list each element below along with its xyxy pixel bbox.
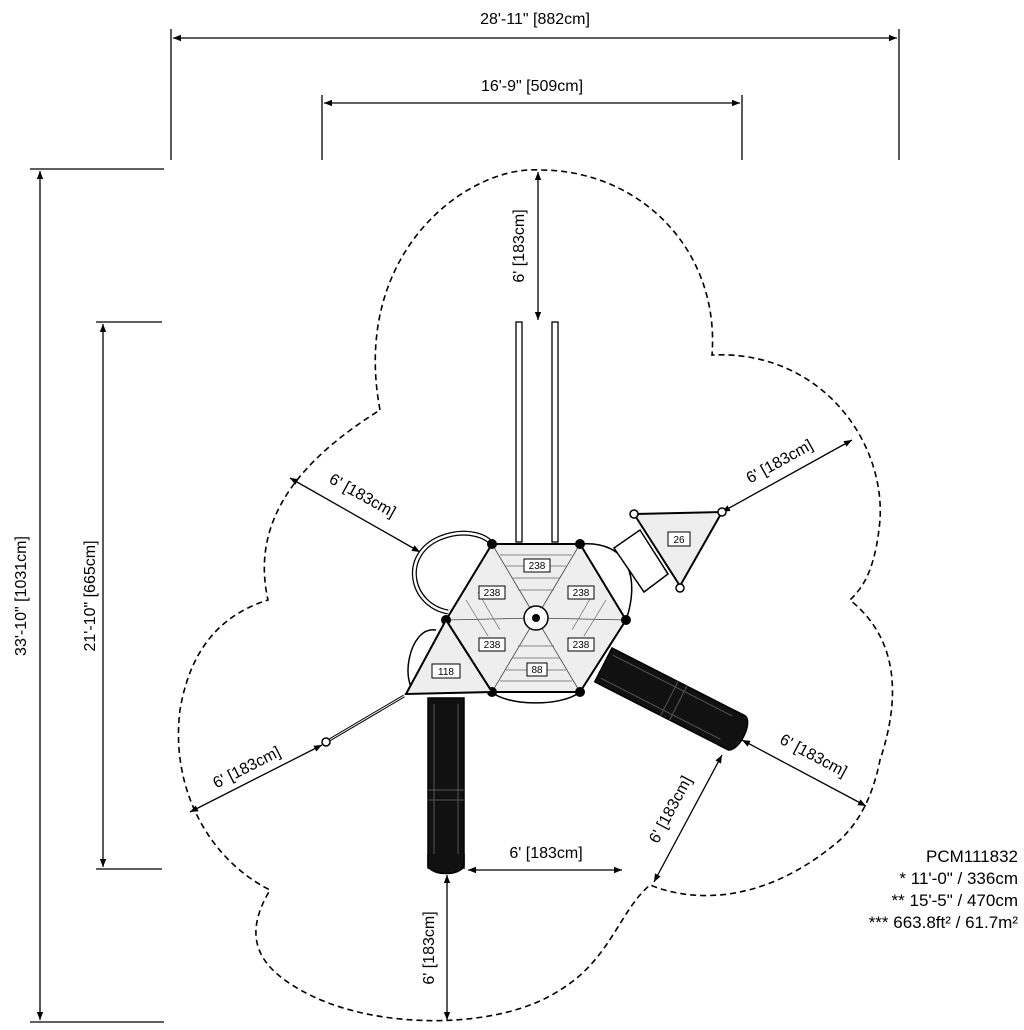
dim-label-clearance-bottom: 6' [183cm] <box>421 911 438 984</box>
dim-label-overall-width: 28'-11" [882cm] <box>480 11 590 28</box>
deck-label-lower-left: 238 <box>478 637 506 652</box>
use-zone-outline <box>177 169 894 1022</box>
dim-label-clearance-between-slides: 6' [183cm] <box>509 845 582 862</box>
deck-label-upper-left: 238 <box>478 585 506 600</box>
svg-text:238: 238 <box>573 588 590 599</box>
left-triangle-panel: 118 <box>404 618 494 696</box>
dim-label-overall-depth: 33'-10" [1031cm] <box>13 536 30 656</box>
model-number: PCM111832 <box>926 847 1018 866</box>
deck-label-bottom: 88 <box>526 662 548 677</box>
fall-height-note: * 11'-0" / 336cm <box>899 869 1018 888</box>
dim-line-clearance-lower-left <box>189 744 323 813</box>
dim-line-clearance-upper-right <box>721 439 853 513</box>
tube-slide-diagonal <box>593 646 749 751</box>
dim-line-clearance-upper-left <box>289 477 421 553</box>
use-zone-area-note: *** 663.8ft² / 61.7m² <box>868 913 1018 932</box>
svg-text:238: 238 <box>484 640 501 651</box>
svg-text:238: 238 <box>484 588 501 599</box>
model-info-block: PCM111832 * 11'-0" / 336cm ** 15'-5" / 4… <box>869 846 1018 934</box>
svg-text:238: 238 <box>529 561 546 572</box>
dim-label-clearance-lower-left: 6' [183cm] <box>210 744 283 792</box>
svg-text:88: 88 <box>531 665 543 676</box>
deck-label-lower-right: 238 <box>567 637 595 652</box>
dim-label-clearance-slide-right: 6' [183cm] <box>646 774 695 847</box>
svg-text:118: 118 <box>438 667 454 678</box>
climber-rails <box>515 321 559 543</box>
right-triangle-panel: 26 <box>612 507 727 594</box>
deck-label-top: 238 <box>523 558 551 573</box>
dim-label-structure-depth: 21'-10" [665cm] <box>82 540 99 651</box>
tube-slide-vertical <box>427 697 465 875</box>
extension-lines <box>30 29 900 1023</box>
deck-label-upper-right: 238 <box>567 585 595 600</box>
dim-line-clearance-lower-right <box>741 739 867 807</box>
dim-line-clearance-slide-right <box>653 754 723 883</box>
dim-label-clearance-upper-left: 6' [183cm] <box>326 471 398 521</box>
dim-label-structure-width: 16'-9" [509cm] <box>481 78 583 95</box>
deck-height-note: ** 15'-5" / 470cm <box>891 891 1018 910</box>
dim-label-clearance-top: 6' [183cm] <box>511 209 528 282</box>
svg-text:238: 238 <box>573 640 590 651</box>
svg-text:26: 26 <box>673 535 685 546</box>
support-cable <box>321 694 405 747</box>
dim-label-clearance-lower-right: 6' [183cm] <box>777 731 850 780</box>
